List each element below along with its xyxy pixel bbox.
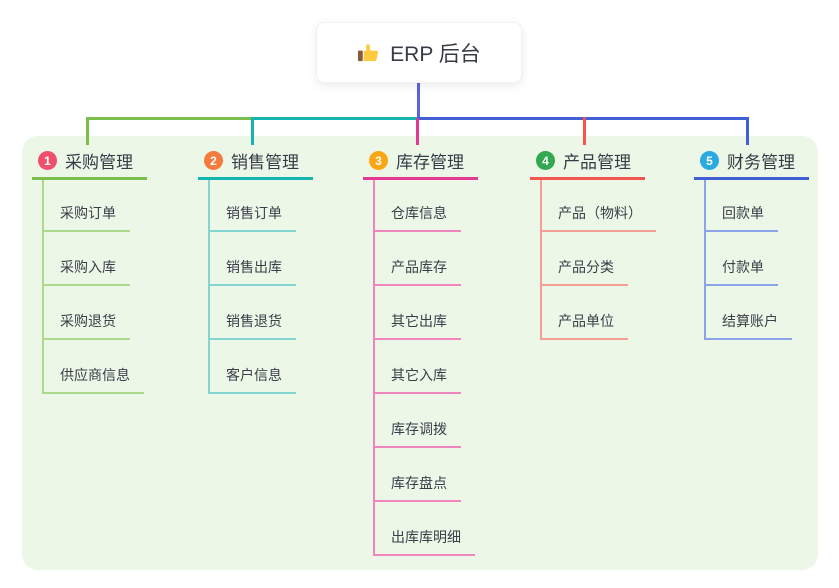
child-node[interactable]: 库存盘点 xyxy=(375,448,461,502)
branch-2-topic[interactable]: 2 销售管理 xyxy=(198,148,313,180)
connector-stub-purchase xyxy=(86,117,89,145)
branch-label: 财务管理 xyxy=(727,153,795,172)
child-node[interactable]: 销售订单 xyxy=(210,180,296,232)
branch-5-children: 回款单 付款单 结算账户 xyxy=(704,180,809,340)
branch-number-badge: 3 xyxy=(369,151,388,170)
child-label: 回款单 xyxy=(722,205,764,221)
branch-finance: 5 财务管理 回款单 付款单 结算账户 xyxy=(694,148,809,340)
branch-3-topic[interactable]: 3 库存管理 xyxy=(363,148,478,180)
branch-sales: 2 销售管理 销售订单 销售出库 销售退货 客户信息 xyxy=(198,148,313,394)
branch-number-badge: 4 xyxy=(536,151,555,170)
child-label: 产品库存 xyxy=(391,259,447,275)
branch-product: 4 产品管理 产品（物料） 产品分类 产品单位 xyxy=(530,148,656,340)
child-node[interactable]: 产品（物料） xyxy=(542,180,656,232)
child-label: 结算账户 xyxy=(722,313,778,329)
child-node[interactable]: 其它入库 xyxy=(375,340,461,394)
branch-2-children: 销售订单 销售出库 销售退货 客户信息 xyxy=(208,180,313,394)
connector-root-vertical xyxy=(417,83,420,119)
child-label: 库存调拨 xyxy=(391,421,447,437)
child-label: 销售退货 xyxy=(226,313,282,329)
child-node[interactable]: 产品库存 xyxy=(375,232,461,286)
child-label: 仓库信息 xyxy=(391,205,447,221)
child-label: 采购退货 xyxy=(60,313,116,329)
child-node[interactable]: 库存调拨 xyxy=(375,394,461,448)
branch-1-topic[interactable]: 1 采购管理 xyxy=(32,148,147,180)
branch-label: 采购管理 xyxy=(65,153,133,172)
child-node[interactable]: 客户信息 xyxy=(210,340,296,394)
branch-number-badge: 1 xyxy=(38,151,57,170)
child-label: 销售订单 xyxy=(226,205,282,221)
child-label: 库存盘点 xyxy=(391,475,447,491)
connector-horizontal-mid xyxy=(252,117,418,120)
child-node[interactable]: 仓库信息 xyxy=(375,180,461,232)
branch-4-children: 产品（物料） 产品分类 产品单位 xyxy=(540,180,656,340)
child-label: 销售出库 xyxy=(226,259,282,275)
branch-label: 库存管理 xyxy=(396,153,464,172)
branch-number-badge: 5 xyxy=(700,151,719,170)
child-node[interactable]: 采购入库 xyxy=(44,232,130,286)
child-label: 其它入库 xyxy=(391,367,447,383)
child-node[interactable]: 销售退货 xyxy=(210,286,296,340)
child-label: 采购入库 xyxy=(60,259,116,275)
thumbs-up-icon xyxy=(357,41,380,64)
child-node[interactable]: 付款单 xyxy=(706,232,778,286)
branch-1-children: 采购订单 采购入库 采购退货 供应商信息 xyxy=(42,180,147,394)
connector-stub-sales xyxy=(251,117,254,145)
branch-label: 销售管理 xyxy=(231,153,299,172)
child-node[interactable]: 结算账户 xyxy=(706,286,792,340)
child-label: 出库库明细 xyxy=(391,529,461,545)
branch-3-children: 仓库信息 产品库存 其它出库 其它入库 库存调拨 库存盘点 出库库明细 xyxy=(373,180,478,556)
connector-stub-inventory xyxy=(416,118,419,145)
child-label: 产品单位 xyxy=(558,313,614,329)
child-label: 供应商信息 xyxy=(60,367,130,383)
connector-horizontal-left xyxy=(86,117,254,120)
child-node[interactable]: 产品单位 xyxy=(542,286,628,340)
root-title: ERP 后台 xyxy=(390,42,481,66)
branch-purchase: 1 采购管理 采购订单 采购入库 采购退货 供应商信息 xyxy=(32,148,147,394)
child-node[interactable]: 销售出库 xyxy=(210,232,296,286)
child-label: 采购订单 xyxy=(60,205,116,221)
child-label: 产品（物料） xyxy=(558,205,642,221)
child-node[interactable]: 出库库明细 xyxy=(375,502,475,556)
child-node[interactable]: 采购退货 xyxy=(44,286,130,340)
child-node[interactable]: 供应商信息 xyxy=(44,340,144,394)
child-label: 付款单 xyxy=(722,259,764,275)
child-label: 产品分类 xyxy=(558,259,614,275)
child-label: 其它出库 xyxy=(391,313,447,329)
connector-stub-product xyxy=(583,117,586,145)
branch-5-topic[interactable]: 5 财务管理 xyxy=(694,148,809,180)
branch-4-topic[interactable]: 4 产品管理 xyxy=(530,148,645,180)
branch-number-badge: 2 xyxy=(204,151,223,170)
branch-label: 产品管理 xyxy=(563,153,631,172)
root-node[interactable]: ERP 后台 xyxy=(316,22,522,83)
background-panel xyxy=(22,136,818,570)
child-node[interactable]: 其它出库 xyxy=(375,286,461,340)
child-node[interactable]: 采购订单 xyxy=(44,180,130,232)
child-label: 客户信息 xyxy=(226,367,282,383)
child-node[interactable]: 产品分类 xyxy=(542,232,628,286)
connector-stub-finance xyxy=(746,117,749,145)
child-node[interactable]: 回款单 xyxy=(706,180,778,232)
branch-inventory: 3 库存管理 仓库信息 产品库存 其它出库 其它入库 库存调拨 库存盘点 出库库… xyxy=(363,148,478,556)
